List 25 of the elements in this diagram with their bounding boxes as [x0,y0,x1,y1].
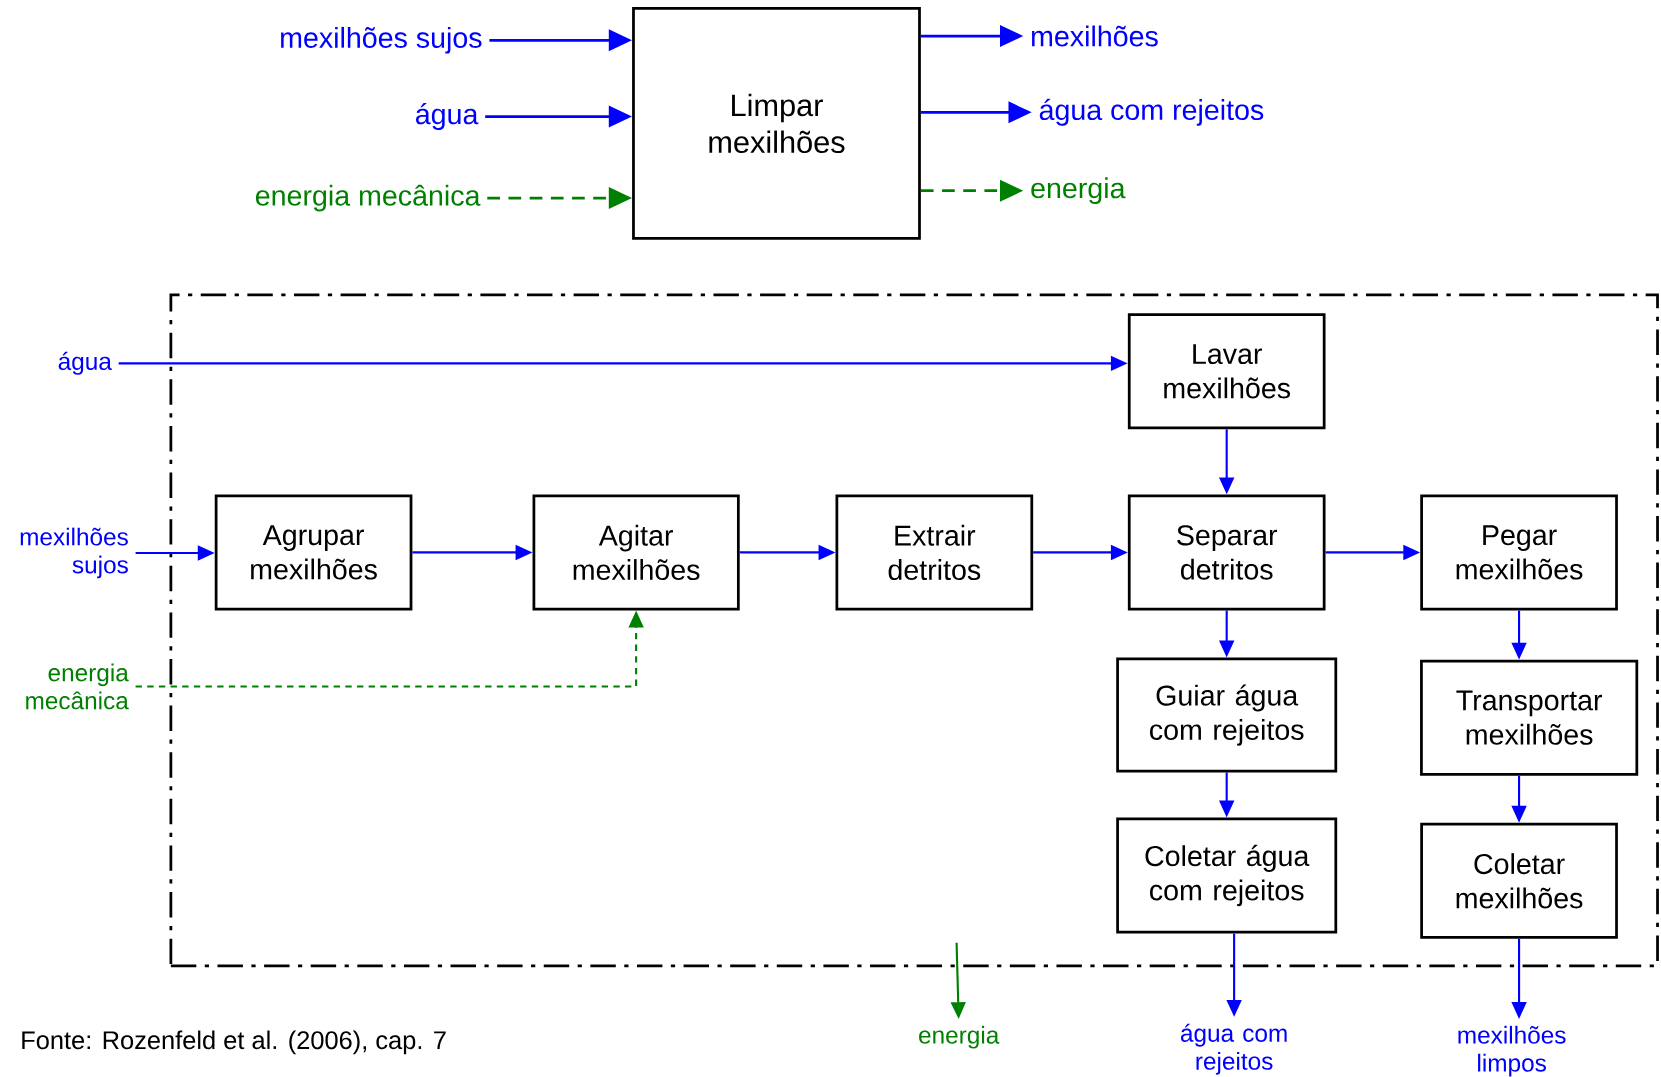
flow-label: mexilhões limpos [1458,1025,1566,1077]
flow-label: energia [919,1025,1000,1049]
process-box: Extrair detritos [835,494,1034,611]
process-box: Lavar mexilhões [1127,313,1326,430]
process-box: Agitar mexilhões [532,494,740,611]
process-box: Pegar mexilhões [1420,494,1618,611]
flow-label: mexilhões [1032,25,1158,47]
flow-label: água [58,351,112,375]
flow-label: energia mecânica [26,663,129,710]
process-box: Limpar mexilhões [632,6,921,240]
flow-label: água com rejeitos [1039,98,1264,126]
process-box: Coletar mexilhões [1420,822,1618,939]
flow-label: mexilhões sujos [20,527,128,579]
source-note: Fonte: Rozenfeld et al. (2006), cap. 7 [22,1030,446,1055]
process-box: Coletar água com rejeitos [1116,817,1338,934]
system-boundary [169,293,1659,967]
process-box: Separar detritos [1127,494,1326,611]
flow-label: energia mecânica [255,184,481,212]
flow-label: energia [1031,177,1126,204]
flow-label: mexilhões sujos [281,26,482,54]
process-box: Agrupar mexilhões [214,494,413,611]
flow-label: água com rejeitos [1180,1023,1287,1075]
process-box: Guiar água com rejeitos [1116,657,1338,773]
process-box: Transportar mexilhões [1420,659,1639,776]
flow-label: água [416,102,479,130]
